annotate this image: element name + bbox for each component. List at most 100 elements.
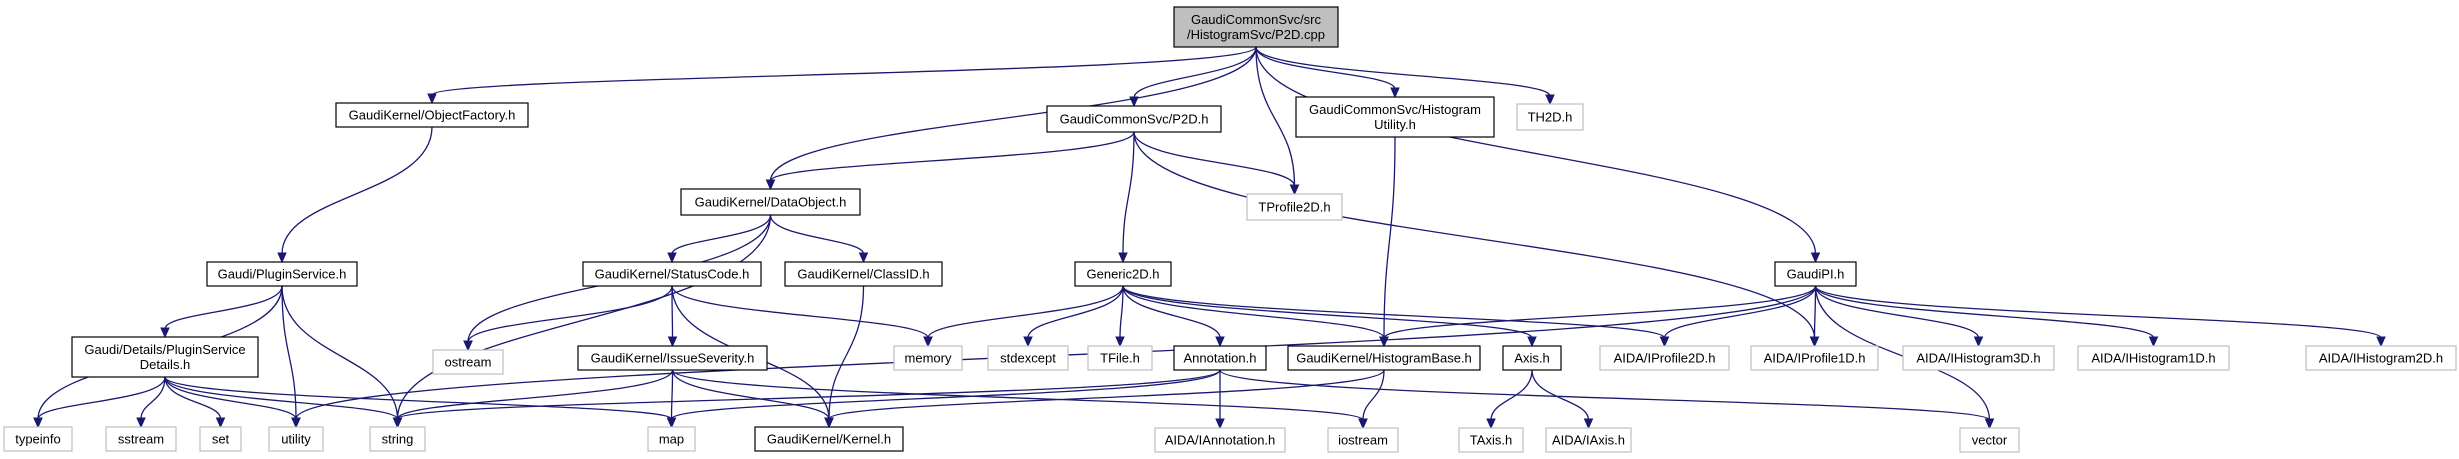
edge-line (1814, 285, 2155, 339)
edge-line (769, 131, 1135, 182)
edge-line (828, 285, 865, 420)
node-p2dh[interactable]: GaudiCommonSvc/P2D.h (1046, 105, 1222, 133)
node-label: GaudiCommonSvc/src (1191, 12, 1322, 27)
node-label: GaudiKernel/Kernel.h (767, 432, 891, 447)
node-box (1287, 345, 1481, 371)
node-label: set (212, 432, 230, 447)
edge-line (1531, 369, 1590, 421)
edge-line (671, 369, 830, 420)
node-label: GaudiKernel/IssueSeverity.h (591, 351, 755, 366)
edge-root-to-objfactory (427, 46, 1257, 105)
arrowhead-icon (1809, 336, 1820, 348)
node-iannotation: AIDA/IAnnotation.h (1154, 427, 1286, 453)
edge-dataobject-to-statuscode (667, 214, 772, 264)
node-label: iostream (1338, 433, 1388, 448)
arrowhead-icon (1527, 336, 1537, 348)
edge-line (927, 285, 1124, 339)
node-label: AIDA/IHistogram1D.h (2091, 351, 2215, 366)
node-box (647, 426, 696, 452)
arrowhead-icon (2148, 336, 2159, 348)
node-label: utility (281, 432, 311, 447)
edge-line (1255, 46, 1396, 90)
edge-psdetails-to-map (164, 376, 677, 429)
node-ihist2d: AIDA/IHistogram2D.h (2305, 345, 2457, 371)
node-utility: utility (268, 426, 324, 452)
node-stdexcept: stdexcept (987, 345, 1069, 371)
edge-line (164, 376, 673, 420)
edge-line (769, 46, 1257, 182)
node-label: Generic2D.h (1087, 267, 1160, 282)
node-kernel[interactable]: GaudiKernel/Kernel.h (754, 426, 904, 452)
node-box (1295, 96, 1495, 138)
edge-classid-to-kernel (824, 285, 865, 429)
arrowhead-icon (1810, 252, 1821, 264)
node-classid[interactable]: GaudiKernel/ClassID.h (784, 261, 943, 287)
edge-annotation-to-map (666, 369, 1221, 429)
node-axis[interactable]: Axis.h (1502, 345, 1562, 371)
edge-gaudipi-to-iprofile2d (1659, 285, 1817, 348)
node-box (1502, 345, 1562, 371)
arrowhead-icon (1118, 252, 1128, 264)
edge-dataobject-to-classid (769, 214, 869, 264)
edge-line (670, 369, 674, 420)
edge-generic2d-to-tfile (1115, 285, 1125, 348)
arrowhead-icon (1984, 418, 1995, 430)
edge-line (164, 285, 283, 330)
edge-psdetails-to-typeinfo (33, 376, 166, 429)
edge-line (396, 369, 674, 420)
edge-gaudipi-to-histbase (1379, 285, 1817, 348)
node-label: AIDA/IAxis.h (1552, 433, 1625, 448)
node-pluginservice[interactable]: Gaudi/PluginService.h (206, 261, 358, 287)
arrowhead-icon (765, 179, 776, 191)
node-label: string (382, 432, 414, 447)
node-root[interactable]: GaudiCommonSvc/src/HistogramSvc/P2D.cpp (1173, 6, 1339, 48)
node-label: map (659, 432, 684, 447)
node-box (784, 261, 943, 287)
node-box (1516, 103, 1584, 131)
node-generic2d[interactable]: Generic2D.h (1074, 261, 1172, 287)
arrowhead-icon (1023, 336, 1033, 348)
arrowhead-icon (33, 417, 43, 429)
node-dataobject[interactable]: GaudiKernel/DataObject.h (680, 188, 861, 216)
node-label: vector (1972, 433, 2008, 448)
node-label: GaudiKernel/ObjectFactory.h (349, 108, 516, 123)
node-gaudipi[interactable]: GaudiPI.h (1774, 261, 1857, 287)
node-label: Gaudi/Details/PluginService (84, 342, 245, 357)
nodes-layer: GaudiCommonSvc/src/HistogramSvc/P2D.cppG… (3, 6, 2457, 453)
node-box (206, 261, 358, 287)
edge-line (769, 214, 865, 255)
node-tfile: TFile.h (1087, 345, 1153, 371)
node-box (754, 426, 904, 452)
edge-line (1219, 369, 1991, 421)
node-annotation[interactable]: Annotation.h (1173, 345, 1267, 371)
node-label: AIDA/IAnnotation.h (1165, 433, 1276, 448)
edge-line (37, 376, 166, 420)
edge-line (671, 214, 772, 255)
node-histbase[interactable]: GaudiKernel/HistogramBase.h (1287, 345, 1481, 371)
node-vector: vector (1959, 427, 2020, 453)
node-issueseverity[interactable]: GaudiKernel/IssueSeverity.h (577, 345, 768, 371)
node-label: AIDA/IHistogram2D.h (2319, 351, 2443, 366)
node-box (1458, 427, 1524, 453)
edge-histbase-to-kernel (824, 369, 1385, 429)
arrowhead-icon (667, 336, 678, 348)
edges-layer (33, 46, 2386, 430)
node-typeinfo: typeinfo (3, 426, 73, 452)
node-label: GaudiCommonSvc/P2D.h (1060, 112, 1209, 127)
node-statuscode[interactable]: GaudiKernel/StatusCode.h (582, 261, 762, 287)
edge-line (1362, 369, 1385, 421)
node-objfactory[interactable]: GaudiKernel/ObjectFactory.h (335, 102, 529, 128)
edge-root-to-gaudipi (1255, 46, 1821, 264)
edge-root-to-tprofile2d (1255, 46, 1300, 196)
node-box (2077, 345, 2230, 371)
edge-line (396, 214, 772, 420)
node-box (1087, 345, 1153, 371)
edge-line (1255, 46, 1817, 255)
edge-line (670, 369, 1221, 420)
edge-generic2d-to-axis (1122, 285, 1537, 348)
edge-line (1122, 285, 1221, 339)
node-label: Annotation.h (1183, 351, 1256, 366)
